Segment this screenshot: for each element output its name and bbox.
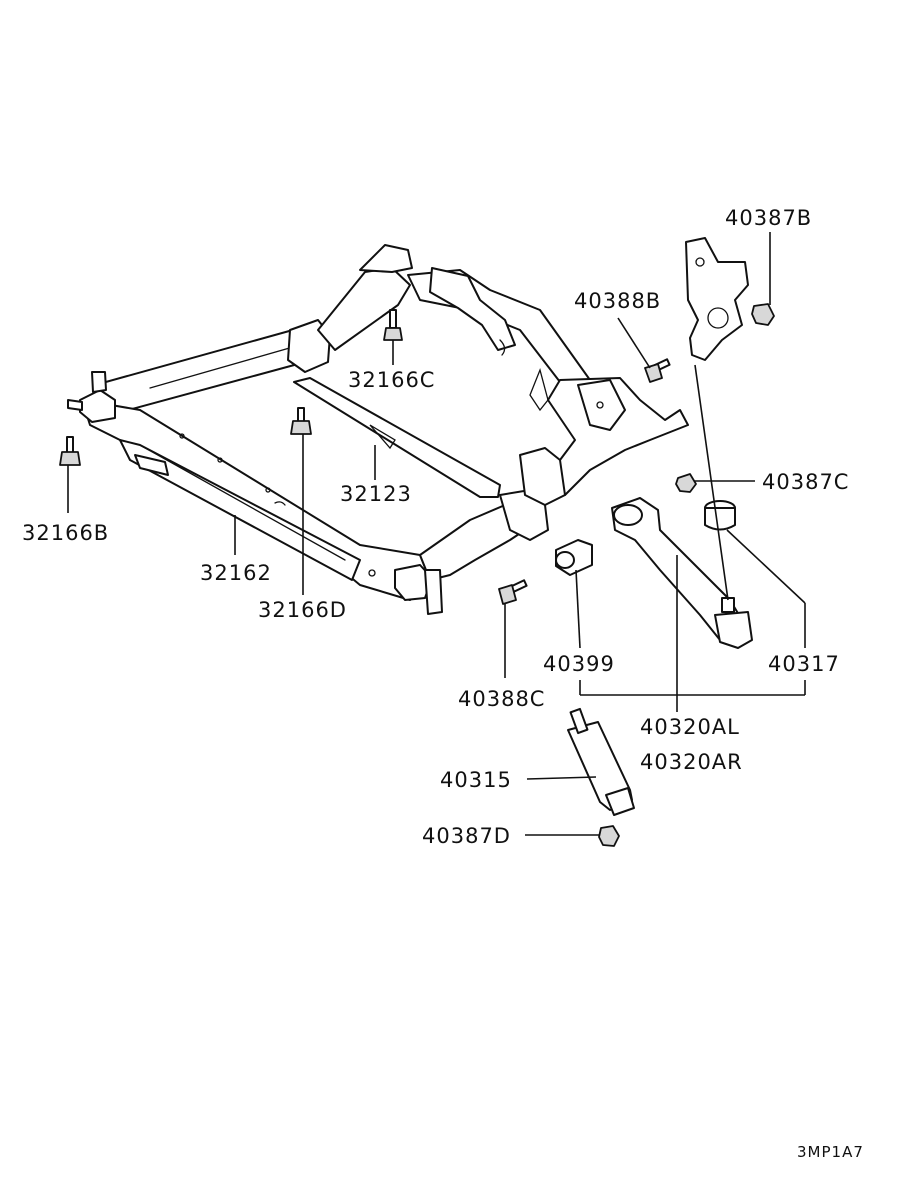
bushing-40317 (704, 500, 736, 531)
label-32123: 32123 (340, 482, 412, 506)
bolt-32166B (59, 436, 81, 466)
label-32166B: 32166B (22, 521, 109, 545)
label-40387B: 40387B (725, 206, 812, 230)
diagram-code: 3MP1A7 (797, 1143, 864, 1161)
steering-knuckle (685, 237, 749, 361)
label-40317: 40317 (768, 652, 840, 676)
label-40399: 40399 (543, 652, 615, 676)
label-40387C: 40387C (762, 470, 849, 494)
bolt-40388C (498, 579, 528, 605)
label-40387D: 40387D (422, 824, 511, 848)
leader-lines (67, 232, 806, 836)
label-32166D: 32166D (258, 598, 347, 622)
bolt-32166D (290, 407, 312, 435)
nut-40387D (598, 825, 620, 847)
bushing-40399 (555, 539, 593, 576)
label-40315: 40315 (440, 768, 512, 792)
label-40320AR: 40320AR (640, 750, 743, 774)
label-40320AL: 40320AL (640, 715, 740, 739)
label-40388C: 40388C (458, 687, 545, 711)
damper-40315 (567, 707, 635, 816)
label-32166C: 32166C (348, 368, 435, 392)
lower-arm (611, 497, 753, 649)
crossmember-frame (67, 244, 689, 615)
label-40388B: 40388B (574, 289, 661, 313)
nut-40387C (675, 473, 697, 493)
nut-40387B (751, 303, 775, 326)
label-32162: 32162 (200, 561, 272, 585)
bolt-32166C (383, 309, 403, 341)
bolt-40388B (644, 358, 671, 383)
